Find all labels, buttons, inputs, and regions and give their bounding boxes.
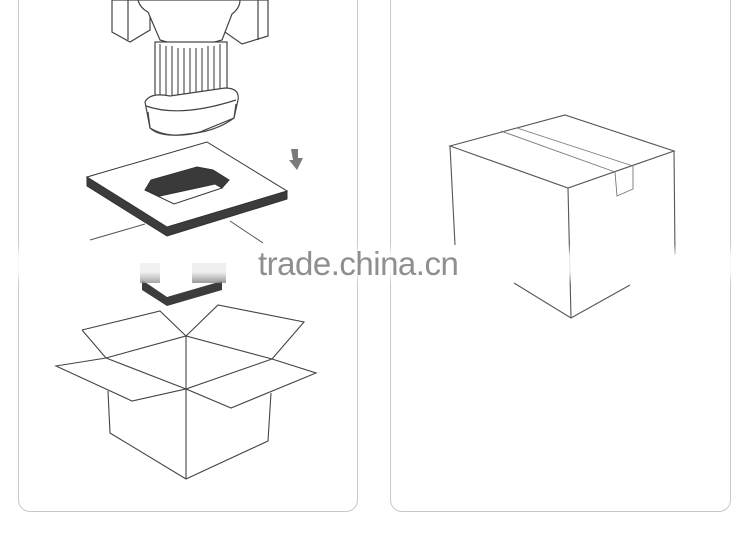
packing-tape-icon	[500, 127, 634, 197]
led-lamp-icon	[111, 0, 269, 136]
watermark-band	[0, 244, 750, 284]
watermark-text: trade.china.cn	[258, 245, 459, 282]
foam-insert-icon	[85, 141, 289, 244]
down-arrow-icon	[289, 149, 303, 170]
sealed-carton-box-icon	[448, 114, 676, 319]
open-carton-box-icon	[54, 304, 318, 480]
